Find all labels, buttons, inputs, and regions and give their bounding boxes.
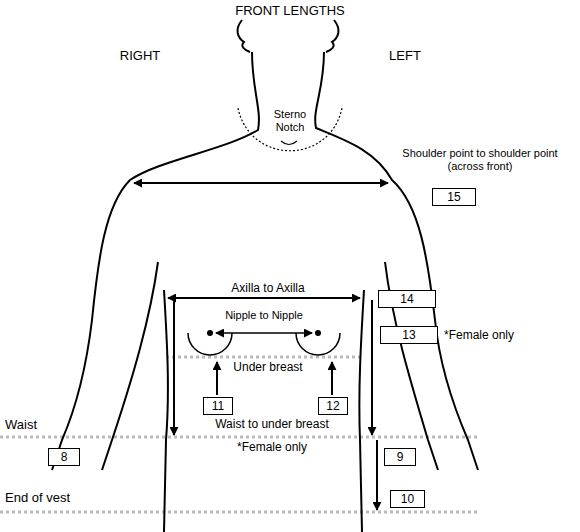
diagram-title: FRONT LENGTHS (235, 3, 345, 19)
measure-arrow (173, 300, 175, 435)
measurement-label: Axilla to Axilla (231, 281, 304, 295)
measurement-label: Nipple to Nipple (225, 309, 303, 322)
callout-number: 15 (447, 190, 460, 204)
measurement-number-box: 12 (318, 397, 348, 415)
measurement-number-box: 9 (384, 448, 416, 466)
callout-number: 14 (400, 292, 413, 306)
measurement-number-box: 13 (380, 326, 438, 344)
line-label: End of vest (5, 490, 70, 506)
nipple-dot (315, 330, 321, 336)
head-outline (326, 20, 338, 52)
measurement-label: Shoulder point to shoulder point (across… (385, 147, 575, 173)
breast-outline (296, 333, 340, 355)
measure-arrow (371, 300, 373, 435)
measure-arrow (216, 362, 218, 395)
callout-number: 8 (61, 450, 68, 464)
note-label: *Female only (444, 328, 514, 342)
neckline (238, 108, 342, 151)
measurement-number-box: 10 (390, 490, 425, 508)
torso-outline (359, 290, 364, 532)
end-of-vest-line (0, 511, 478, 514)
callout-number: 9 (397, 450, 404, 464)
arm-outline (102, 262, 158, 470)
measurement-number-box: 15 (432, 188, 476, 206)
measure-arrow (331, 362, 333, 395)
sterno-notch (281, 141, 297, 145)
note-label: *Female only (235, 440, 309, 454)
measurement-label: Waist to under breast (215, 417, 329, 431)
measure-arrow (168, 297, 360, 299)
callout-number: 10 (401, 492, 414, 506)
callout-number: 12 (326, 399, 339, 413)
torso-outline (164, 290, 168, 532)
nipple-dot (207, 330, 213, 336)
body-outline (52, 52, 259, 470)
measurement-number-box: 11 (203, 397, 233, 415)
side-label: LEFT (389, 48, 421, 64)
waist-line (0, 436, 478, 439)
landmark-label: Sterno Notch (267, 108, 313, 134)
measure-arrow (376, 440, 378, 510)
callout-number: 11 (212, 399, 224, 413)
side-label: RIGHT (120, 48, 160, 64)
measurement-label: Under breast (233, 360, 302, 374)
head-outline (238, 20, 250, 52)
measurement-number-box: 14 (378, 290, 436, 308)
body-outline (315, 52, 478, 470)
under-breast-line (166, 356, 364, 359)
measure-arrow (216, 332, 312, 334)
measurement-number-box: 8 (48, 448, 80, 466)
line-label: Waist (5, 417, 37, 433)
measure-arrow (134, 182, 388, 184)
breast-outline (188, 333, 232, 355)
callout-number: 13 (402, 328, 415, 342)
